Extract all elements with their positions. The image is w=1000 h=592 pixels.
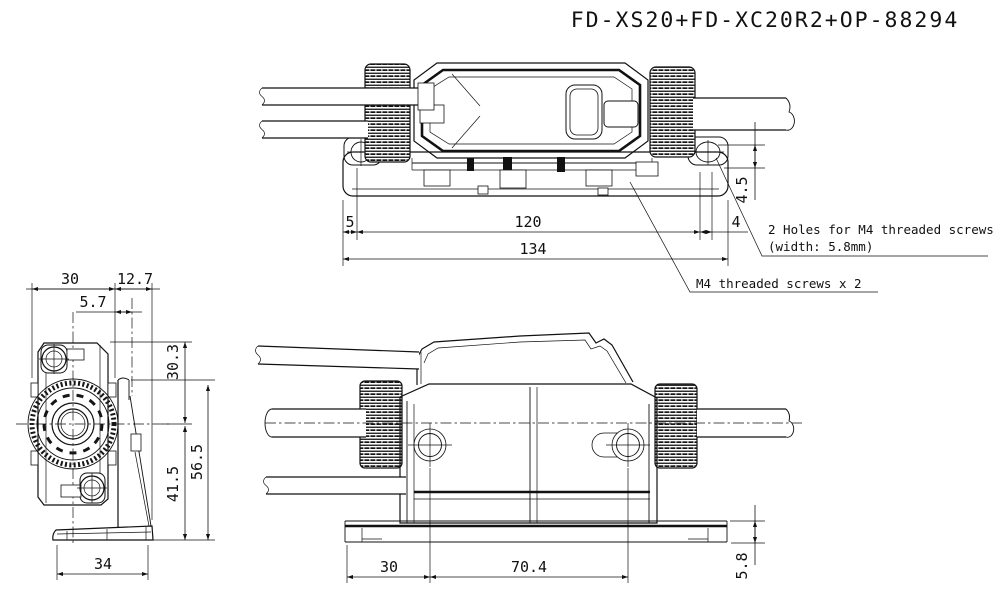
fiber-cable-bottom-left [259,120,368,139]
screws-annotation: M4 threaded screws x 2 [629,181,878,293]
dim-label-4-5: 4.5 [733,176,751,203]
dim-label-41-5: 41.5 [164,466,182,502]
side-body [37,342,109,506]
holes-note-line2: (width: 5.8mm) [768,239,873,254]
dim-label-34: 34 [94,555,112,573]
main-cable-right [693,97,795,131]
screw-hole-right [591,423,650,467]
side-connector-top [39,344,85,374]
side-view [16,298,170,545]
dim-label-5-7: 5.7 [79,293,106,311]
holes-annotation: 2 Holes for M4 threaded screws (width: 5… [715,157,994,257]
front-body [399,383,658,524]
drawing-title: FD-XS20+FD-XC20R2+OP-88294 [571,8,960,33]
fiber-cable-top-left [259,82,435,111]
front-view-dimensions: 30 70.4 5.8 [346,468,765,583]
dim-label-4: 4 [731,213,740,231]
screws-note: M4 threaded screws x 2 [696,276,862,291]
body-latch [603,100,639,128]
dim-label-30-3: 30.3 [164,344,182,380]
front-cable-top-left [255,345,420,370]
mounting-bracket [117,377,152,528]
dim-label-30-side: 30 [61,270,79,288]
front-nut-right [654,383,698,469]
sensor-body [413,62,649,159]
dim-label-30-front: 30 [380,558,398,576]
holes-note-line1: 2 Holes for M4 threaded screws [768,222,994,237]
dim-label-12-7: 12.7 [117,270,153,288]
dim-label-120: 120 [514,213,541,231]
plate-slot-right [692,140,724,165]
dim-label-134: 134 [519,240,546,258]
cable-nut-left [364,63,411,163]
front-cable-bottom-left [263,476,406,495]
dim-label-56-5: 56.5 [188,444,206,480]
front-nut-left [359,380,403,469]
dim-label-5: 5 [345,213,354,231]
body-bracket [411,157,659,196]
cable-nut-right [649,66,696,158]
side-connector-bottom [60,472,107,504]
top-view [259,62,795,197]
side-view-dimensions: 30 12.7 5.7 30.3 41.5 56.5 34 [26,270,215,580]
screw-hole-left [408,423,452,467]
front-base [344,520,728,543]
top-view-dimensions: 5 120 4 134 4.5 2 Holes for M4 threaded … [342,122,994,293]
dim-label-5-8: 5.8 [733,552,751,579]
front-handle [416,332,634,385]
front-view [255,332,802,543]
dim-label-70-4: 70.4 [511,558,547,576]
side-base [52,525,154,541]
cable-gland [417,82,435,111]
